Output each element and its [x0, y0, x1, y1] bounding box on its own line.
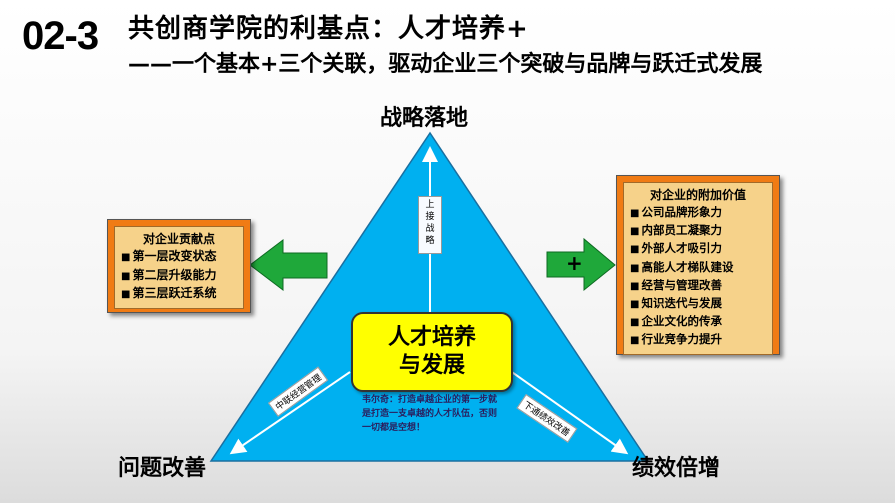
added-value-item: 公司品牌形象力: [630, 204, 766, 222]
vertex-performance: 绩效倍增: [632, 456, 721, 481]
contribution-title: 对企业贡献点: [142, 232, 215, 246]
talent-development-box: 人才培养 与发展: [351, 312, 513, 392]
contribution-item: 第三层跃迁系统: [121, 285, 237, 304]
center-line-2: 与发展: [398, 353, 465, 378]
page-title: 共创商学院的利基点：人才培养+: [128, 14, 529, 44]
added-value-box-inner: 对企业的附加价值 公司品牌形象力 内部员工凝聚力 外部人才吸引力 高能人才梯队建…: [623, 182, 773, 355]
arrow-down-left: [229, 371, 351, 455]
added-value-item: 行业竞争力提升: [630, 331, 766, 349]
added-value-item: 高能人才梯队建设: [630, 259, 766, 277]
contribution-item: 第一层改变状态: [121, 248, 237, 267]
vertex-problem: 问题改善: [118, 456, 207, 481]
added-value-item: 经营与管理改善: [630, 277, 766, 295]
added-value-item: 知识迭代与发展: [630, 295, 766, 313]
contribution-box: 对企业贡献点 第一层改变状态 第二层升级能力 第三层跃迁系统: [107, 219, 251, 313]
contribution-item: 第二层升级能力: [121, 267, 237, 286]
vertex-strategy: 战略落地: [380, 106, 469, 131]
arrow-label-strategy: 上 接 战 略: [418, 196, 442, 254]
welch-quote: 韦尔奇：打造卓越企业的第一步就是打造一支卓越的人才队伍，否则一切都是空想！: [362, 395, 498, 433]
added-value-item: 外部人才吸引力: [630, 240, 766, 258]
contribution-box-inner: 对企业贡献点 第一层改变状态 第二层升级能力 第三层跃迁系统: [114, 226, 244, 309]
page-subtitle: ——一个基本+三个关联，驱动企业三个突破与品牌与跃迁式发展: [128, 52, 763, 77]
arrow-down-right: [508, 369, 629, 455]
added-value-item: 企业文化的传承: [630, 313, 766, 331]
center-line-1: 人才培养: [387, 325, 476, 350]
green-arrow-right: [546, 237, 616, 292]
added-value-title: 对企业的附加价值: [649, 188, 746, 202]
added-value-box: 对企业的附加价值 公司品牌形象力 内部员工凝聚力 外部人才吸引力 高能人才梯队建…: [616, 175, 780, 355]
green-arrow-left: [249, 238, 328, 292]
section-number: 02-3: [22, 14, 99, 58]
plus-sign: +: [566, 251, 583, 275]
added-value-item: 内部员工凝聚力: [630, 222, 766, 240]
